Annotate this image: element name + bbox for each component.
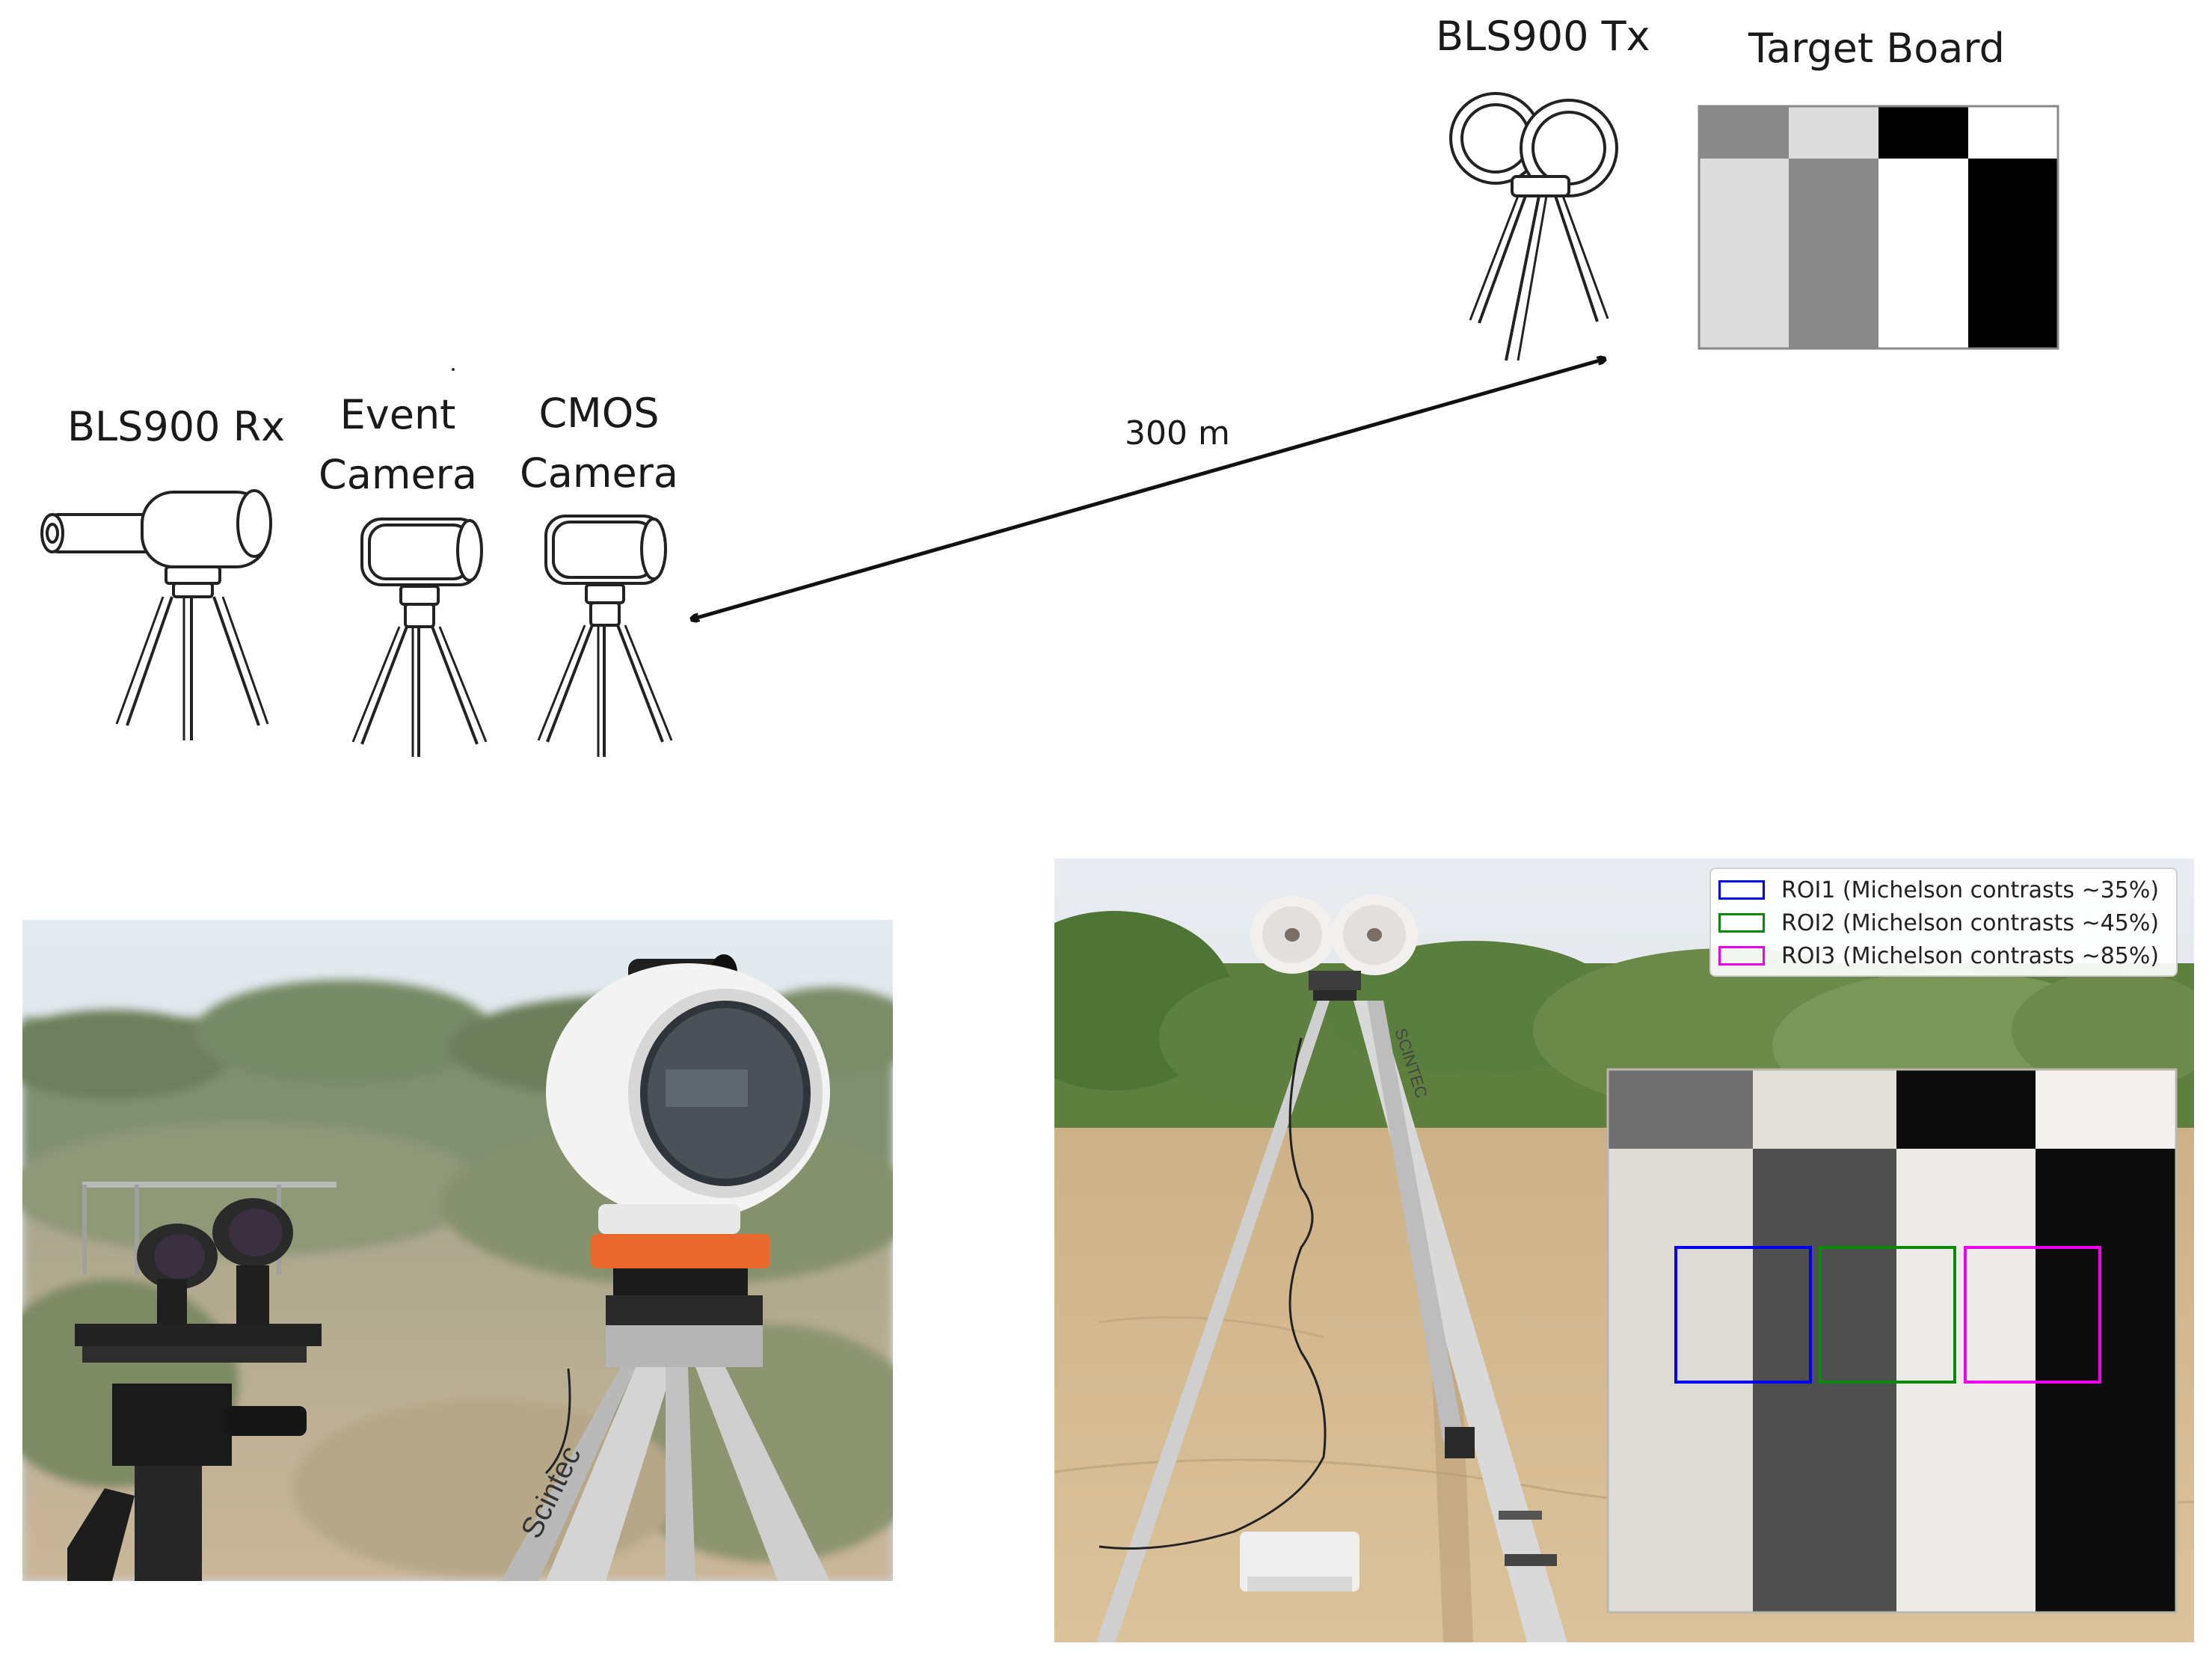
cmos-camera-label-line2: Camera	[520, 449, 678, 497]
photo-target-board	[1606, 1068, 2178, 1614]
distance-label: 300 m	[1125, 414, 1230, 452]
target-board-label: Target Board	[1748, 25, 2005, 72]
legend-label-roi3: ROI3 (Michelson contrasts ~85%)	[1781, 942, 2160, 969]
legend-item-roi1: ROI1 (Michelson contrasts ~35%)	[1718, 874, 2159, 906]
legend-item-roi2: ROI2 (Michelson contrasts ~45%)	[1718, 906, 2159, 939]
roi3-swatch	[1718, 946, 1765, 966]
cmos-camera-icon	[537, 515, 673, 757]
setup-diagram	[40, 92, 2059, 757]
event-and-cmos-cameras	[67, 1182, 337, 1581]
transmitter-icon	[1449, 92, 1618, 361]
transmitter-label: BLS900 Tx	[1436, 13, 1650, 60]
transmitter-tripod: SCINTEC	[1096, 1001, 1567, 1642]
event-camera-label-line2: Camera	[319, 451, 477, 498]
distance-arrow	[692, 359, 1605, 619]
roi-legend: ROI1 (Michelson contrasts ~35%) ROI2 (Mi…	[1709, 868, 2178, 977]
target-board-photo: SCINTEC	[1054, 859, 2194, 1642]
event-camera-label-line1: Event	[340, 391, 456, 438]
roi3-box	[1964, 1246, 2101, 1384]
transmitter-heads	[1250, 894, 1418, 1001]
legend-label-roi2: ROI2 (Michelson contrasts ~45%)	[1781, 909, 2160, 936]
receiver-telescope-icon	[40, 489, 272, 740]
roi1-box	[1674, 1246, 1812, 1384]
legend-label-roi1: ROI1 (Michelson contrasts ~35%)	[1781, 877, 2160, 903]
roi2-swatch	[1718, 913, 1765, 933]
receiver-setup-photo: Scintec	[22, 920, 893, 1581]
receiver-label: BLS900 Rx	[67, 403, 286, 450]
event-camera-icon	[351, 518, 488, 757]
cmos-camera-label-line1: CMOS	[538, 390, 660, 437]
roi1-swatch	[1718, 880, 1765, 900]
roi2-box	[1819, 1246, 1956, 1384]
receiver-telescope: Scintec	[501, 954, 830, 1581]
legend-item-roi3: ROI3 (Michelson contrasts ~85%)	[1718, 939, 2159, 972]
target-board	[1698, 105, 2059, 350]
